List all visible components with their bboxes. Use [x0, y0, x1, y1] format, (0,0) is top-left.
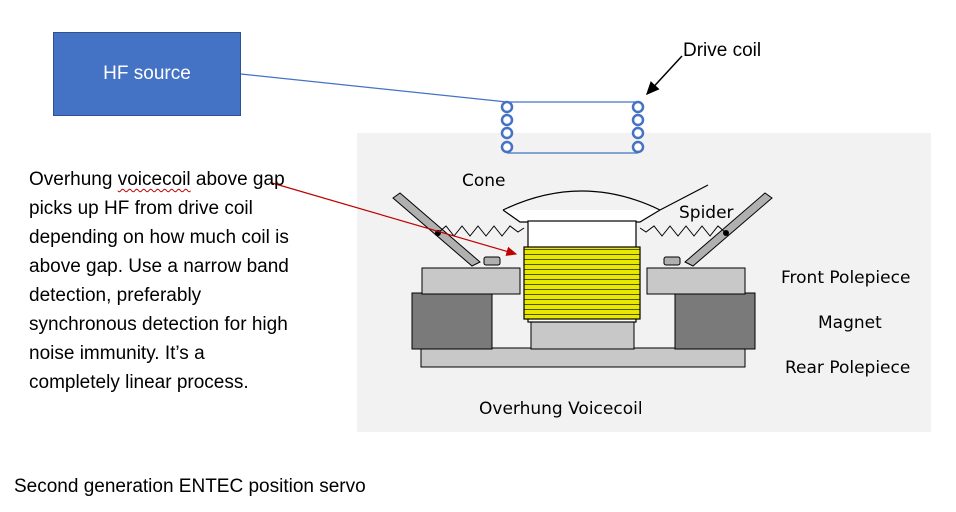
front-polepiece-label: Front Polepiece [781, 268, 910, 288]
basket-left [392, 192, 481, 267]
rear-polepiece-label: Rear Polepiece [785, 358, 910, 378]
voicecoil-winding [523, 246, 641, 320]
spider-left [437, 225, 525, 237]
drive-coil-pointer [645, 55, 683, 96]
spider-label: Spider [679, 203, 734, 223]
hf-wire-top [240, 73, 508, 103]
description-pointer [271, 182, 518, 256]
magnet-left [411, 292, 493, 350]
description-part1: Overhung [29, 169, 118, 190]
dust-cap [502, 190, 661, 211]
spider-node-right [723, 230, 729, 236]
magnet-label: Magnet [818, 313, 882, 333]
drive-coil-left [500, 100, 514, 154]
clamp-left [483, 256, 501, 266]
rear-polepiece [420, 347, 746, 368]
hf-source-label: HF source [103, 63, 191, 84]
magnet-right [674, 292, 756, 350]
hf-source-box: HF source [53, 32, 241, 116]
cone [502, 209, 661, 223]
front-polepiece-left [421, 267, 521, 295]
speaker-title: Overhung Voicecoil [479, 399, 643, 419]
drive-coil-right [631, 100, 645, 154]
spider-right [639, 225, 727, 237]
clamp-right [663, 256, 681, 266]
caption: Second generation ENTEC position servo [14, 476, 366, 497]
center-pole [530, 321, 635, 350]
description-part2: above gap picks up HF from drive coil de… [29, 169, 289, 393]
front-polepiece-right [646, 267, 746, 295]
basket-right [684, 192, 773, 267]
misspelled-word: voicecoil [117, 169, 191, 190]
drive-coil-label: Drive coil [683, 40, 762, 61]
cone-label: Cone [462, 171, 506, 191]
cone-surround-right [659, 184, 709, 211]
description-text: Overhung voicecoil above gap picks up HF… [29, 165, 299, 397]
